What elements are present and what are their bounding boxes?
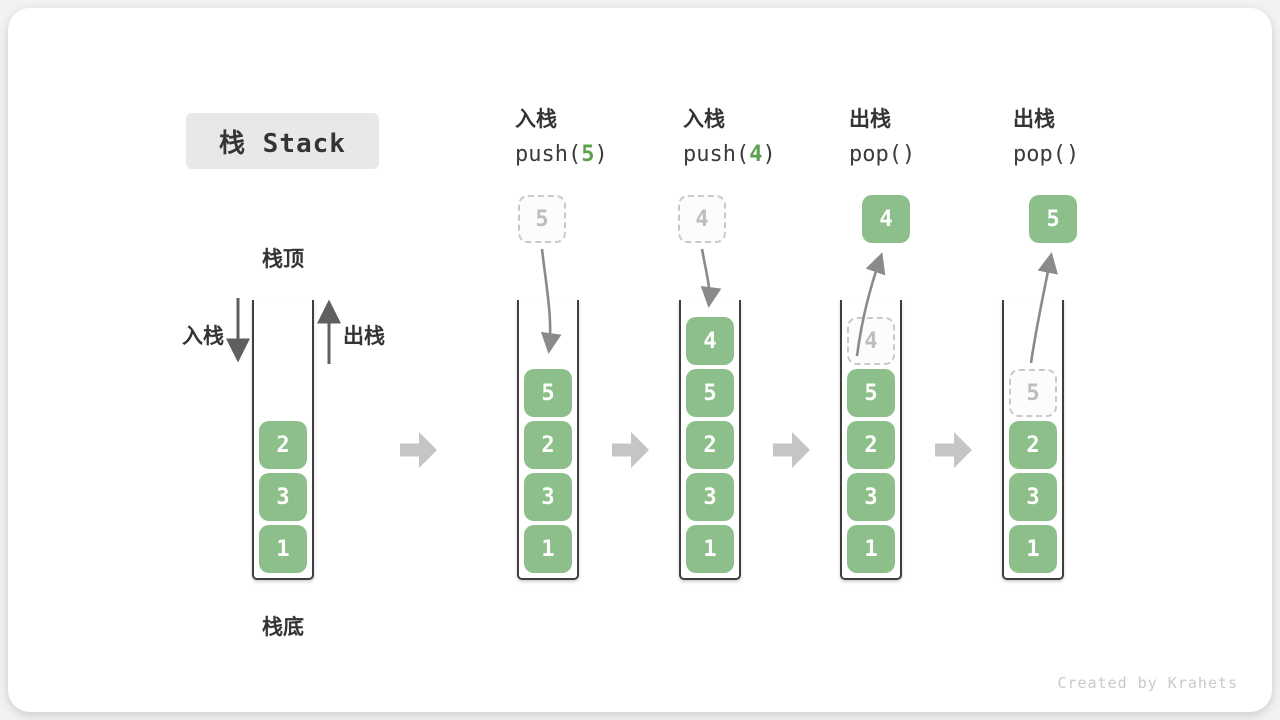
stack-cell-ghost: 5 [1009,369,1057,417]
stack-cell: 1 [686,525,734,573]
stack-after-push-4: 4 5 2 3 1 [679,300,741,580]
stack-cell: 2 [1009,421,1057,469]
stack-cell: 2 [259,421,307,469]
op-label: 入栈 [515,108,557,131]
stack-cell: 3 [1009,473,1057,521]
diagram-title: 栈 Stack [186,113,379,169]
pop-out-label: 出栈 [343,325,385,348]
op-label: 入栈 [683,108,725,131]
incoming-element-5: 5 [518,195,566,243]
op-code: pop() [849,137,1009,173]
watermark: Created by Krahets [1057,674,1238,692]
step-header-pop-5: 出栈 pop() [1013,103,1173,173]
code-pre: pop() [1013,142,1080,167]
stack-cell: 1 [847,525,895,573]
popped-element-5: 5 [1029,195,1077,243]
stack-initial: 2 3 1 [252,300,314,580]
code-arg: 4 [749,142,763,167]
stack-cell: 3 [524,473,572,521]
stack-cell: 3 [686,473,734,521]
stack-bottom-label: 栈底 [262,616,304,639]
code-post: ) [762,142,776,167]
stack-cell: 2 [524,421,572,469]
op-code: push(4) [683,137,843,173]
step-header-push-4: 入栈 push(4) [683,103,843,173]
code-post: ) [594,142,608,167]
stack-cell: 3 [847,473,895,521]
stack-cell: 5 [524,369,572,417]
code-arg: 5 [581,142,595,167]
step-arrow-icon [400,432,437,468]
stack-cell: 4 [686,317,734,365]
step-arrow-icon [612,432,649,468]
code-pre: pop() [849,142,916,167]
step-header-push-5: 入栈 push(5) [515,103,675,173]
stack-cell: 1 [1009,525,1057,573]
step-arrow-icon [773,432,810,468]
popped-element-4: 4 [862,195,910,243]
push-4-flow-arrow [700,248,722,308]
stack-cell: 1 [524,525,572,573]
stack-cell: 2 [847,421,895,469]
stack-top-label: 栈顶 [262,248,304,271]
code-pre: push( [515,142,582,167]
incoming-element-4: 4 [678,195,726,243]
code-pre: push( [683,142,750,167]
stack-after-push-5: 5 2 3 1 [517,300,579,580]
stack-pop-5: 5 2 3 1 [1002,300,1064,580]
stack-cell: 2 [686,421,734,469]
push-in-label: 入栈 [182,325,224,348]
op-label: 出栈 [1013,108,1055,131]
stack-cell: 1 [259,525,307,573]
stack-cell: 5 [686,369,734,417]
stack-pop-4: 4 5 2 3 1 [840,300,902,580]
step-header-pop-4: 出栈 pop() [849,103,1009,173]
stack-cell: 5 [847,369,895,417]
op-code: pop() [1013,137,1173,173]
op-code: push(5) [515,137,675,173]
step-arrow-icon [935,432,972,468]
stack-cell: 3 [259,473,307,521]
op-label: 出栈 [849,108,891,131]
stack-cell-ghost: 4 [847,317,895,365]
